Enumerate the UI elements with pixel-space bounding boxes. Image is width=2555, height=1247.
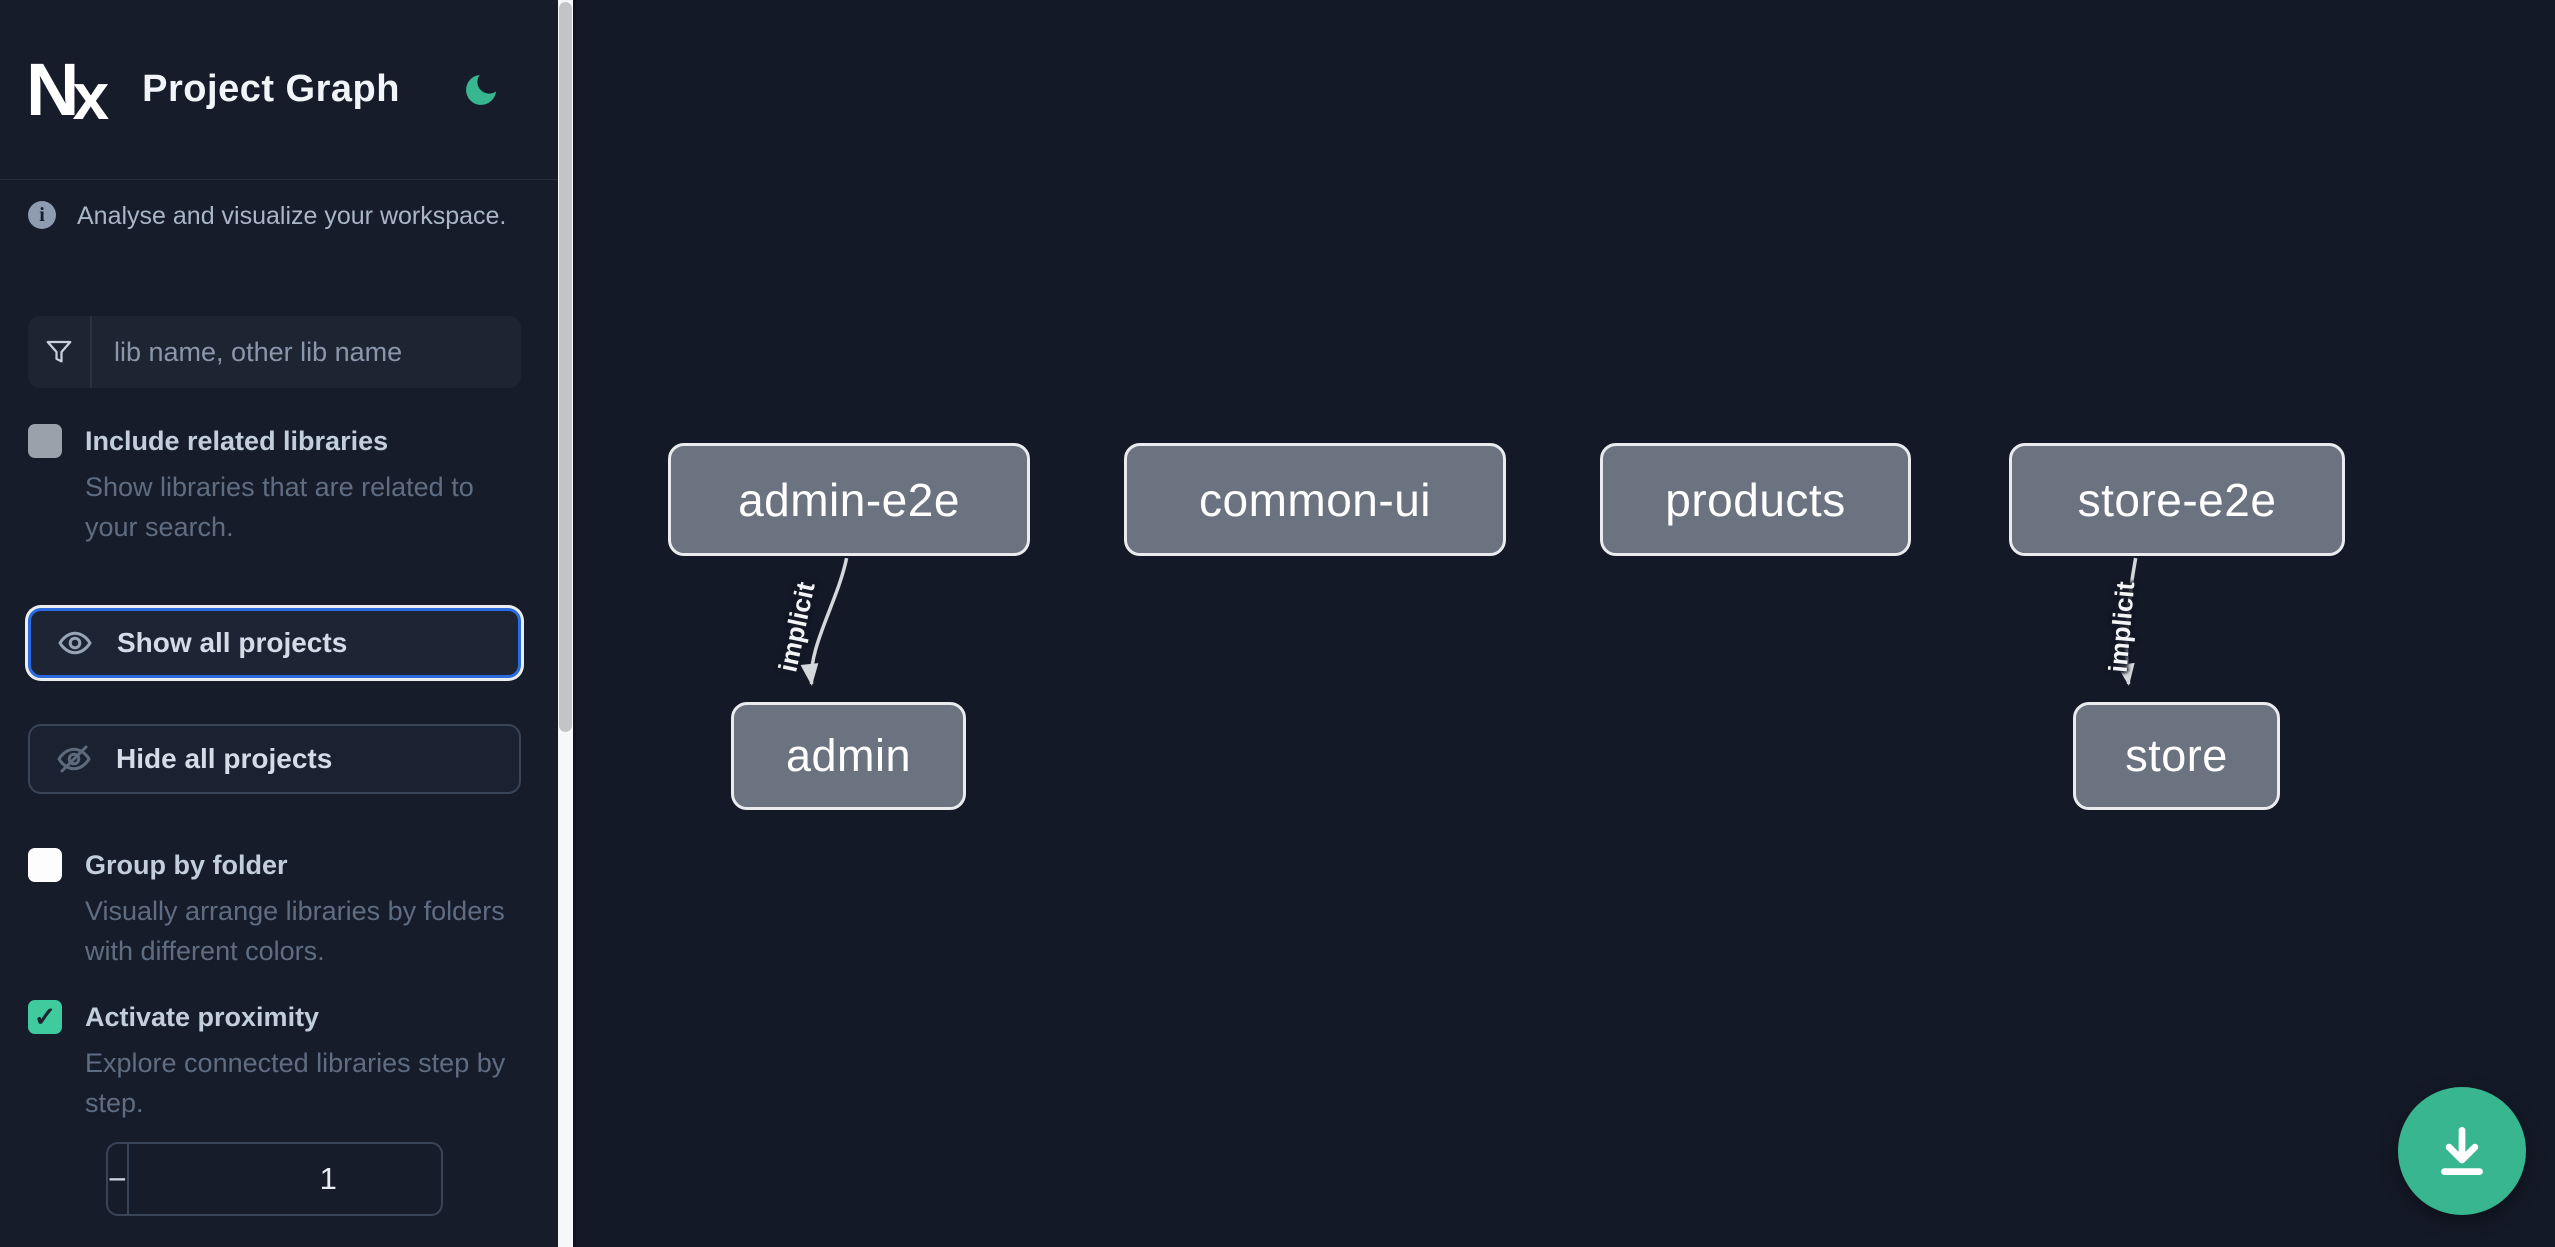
filter-funnel-icon: [46, 340, 72, 363]
edge-admin-e2e-to-admin: [800, 557, 849, 686]
moon-icon: [466, 74, 496, 105]
filter-icon-cell: [28, 316, 92, 388]
filter-box: [28, 316, 521, 388]
eye-off-icon: [57, 745, 91, 773]
edge-store-e2e-to-store: [2116, 557, 2138, 686]
toggle-include-related: ✓ Include related libraries Show librari…: [28, 424, 539, 547]
sidebar-scrollbar-track: [558, 0, 573, 1247]
info-icon: i: [28, 201, 56, 229]
graph-canvas[interactable]: admin-e2e common-ui products store-e2e a…: [573, 0, 2555, 1247]
graph-edges-layer: [800, 557, 2138, 686]
dark-mode-toggle[interactable]: [459, 68, 503, 112]
download-icon: [2441, 1126, 2483, 1176]
nx-logo-n: N: [26, 47, 80, 131]
activate-proximity-description: Explore connected libraries step by step…: [85, 1048, 506, 1118]
toggle-group-by-folder: ✓ Group by folder Visually arrange libra…: [28, 848, 539, 971]
eye-icon: [58, 631, 92, 655]
stepper-value-input[interactable]: [128, 1144, 441, 1214]
group-by-folder-checkbox[interactable]: ✓: [28, 848, 62, 882]
show-all-projects-button[interactable]: Show all projects: [28, 608, 521, 678]
toggle-activate-proximity: ✓ Activate proximity Explore connected l…: [28, 1000, 539, 1123]
include-related-checkbox[interactable]: ✓: [28, 424, 62, 458]
activate-proximity-label[interactable]: Activate proximity: [85, 1001, 320, 1032]
node-admin[interactable]: admin: [731, 702, 966, 810]
group-by-folder-label[interactable]: Group by folder: [85, 849, 288, 880]
info-row: i Analyse and visualize your workspace.: [28, 200, 533, 232]
include-related-description: Show libraries that are related to your …: [85, 472, 474, 542]
sidebar-scrollbar-thumb[interactable]: [559, 2, 572, 732]
download-graph-button[interactable]: [2398, 1087, 2526, 1215]
group-by-folder-description: Visually arrange libraries by folders wi…: [85, 896, 505, 966]
hide-all-projects-label: Hide all projects: [116, 743, 333, 774]
proximity-depth-stepper: − +: [106, 1142, 443, 1216]
nx-logo-x: x: [72, 58, 109, 133]
info-text: Analyse and visualize your workspace.: [77, 202, 507, 230]
show-all-projects-label: Show all projects: [117, 627, 348, 658]
node-admin-e2e[interactable]: admin-e2e: [668, 443, 1030, 556]
node-products[interactable]: products: [1600, 443, 1911, 556]
filter-input[interactable]: [92, 316, 521, 388]
hide-all-projects-button[interactable]: Hide all projects: [28, 724, 521, 794]
node-common-ui[interactable]: common-ui: [1124, 443, 1506, 556]
node-store-e2e[interactable]: store-e2e: [2009, 443, 2345, 556]
activate-proximity-checkbox[interactable]: ✓: [28, 1000, 62, 1034]
include-related-label[interactable]: Include related libraries: [85, 425, 389, 456]
page-title: Project Graph: [142, 68, 400, 110]
check-icon: ✓: [33, 1001, 57, 1032]
stepper-decrement-button[interactable]: −: [108, 1144, 129, 1214]
node-store[interactable]: store: [2073, 702, 2280, 810]
